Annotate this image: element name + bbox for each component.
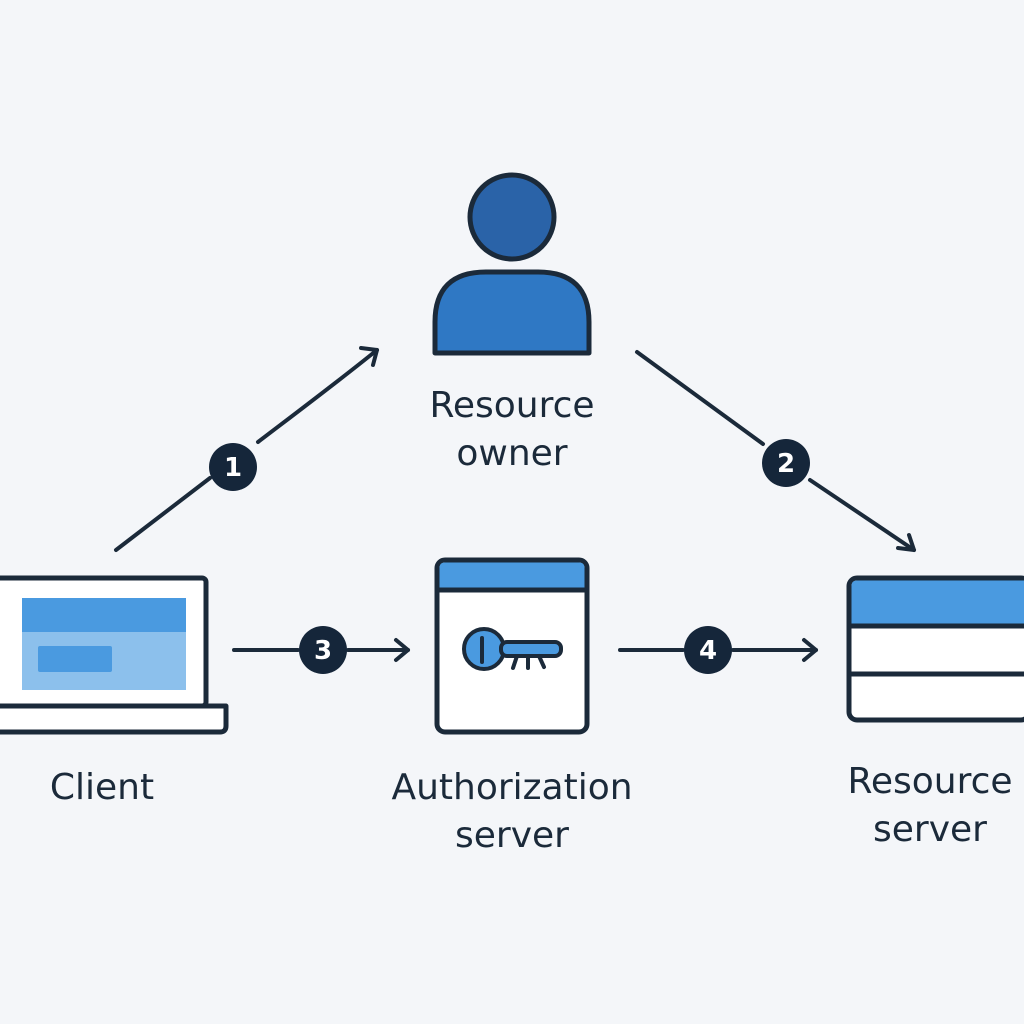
authorization-server-label-line1: Authorization	[391, 767, 633, 808]
resource-server-label-line1: Resource	[847, 761, 1013, 802]
step-badge-1: 1	[209, 443, 257, 491]
arrow-step-4	[618, 638, 818, 662]
step-badge-3: 3	[299, 626, 347, 674]
step-number: 3	[314, 636, 332, 666]
step-badge-4: 4	[684, 626, 732, 674]
resource-server-label-line2: server	[873, 809, 987, 850]
key-icon	[462, 627, 563, 671]
resource-owner-label: Resource owner	[412, 382, 612, 478]
arrow-step-3	[232, 638, 410, 662]
arrow-step-1	[114, 346, 379, 552]
resource-server-label: Resource server	[836, 758, 1024, 854]
step-number: 4	[699, 636, 717, 666]
step-number: 1	[224, 453, 242, 483]
server-icon	[846, 575, 1024, 723]
client-label-line1: Client	[49, 767, 155, 808]
person-icon	[432, 172, 592, 356]
authorization-server-label-line2: server	[455, 815, 569, 856]
laptop-icon	[0, 575, 229, 735]
step-badge-2: 2	[762, 439, 810, 487]
resource-owner-label-line2: owner	[456, 433, 568, 474]
step-number: 2	[777, 449, 795, 479]
arrow-step-2	[635, 350, 916, 552]
client-label: Client	[22, 764, 182, 812]
authorization-server-label: Authorization server	[372, 764, 652, 860]
resource-owner-label-line1: Resource	[429, 385, 595, 426]
key-window-icon	[434, 557, 590, 735]
